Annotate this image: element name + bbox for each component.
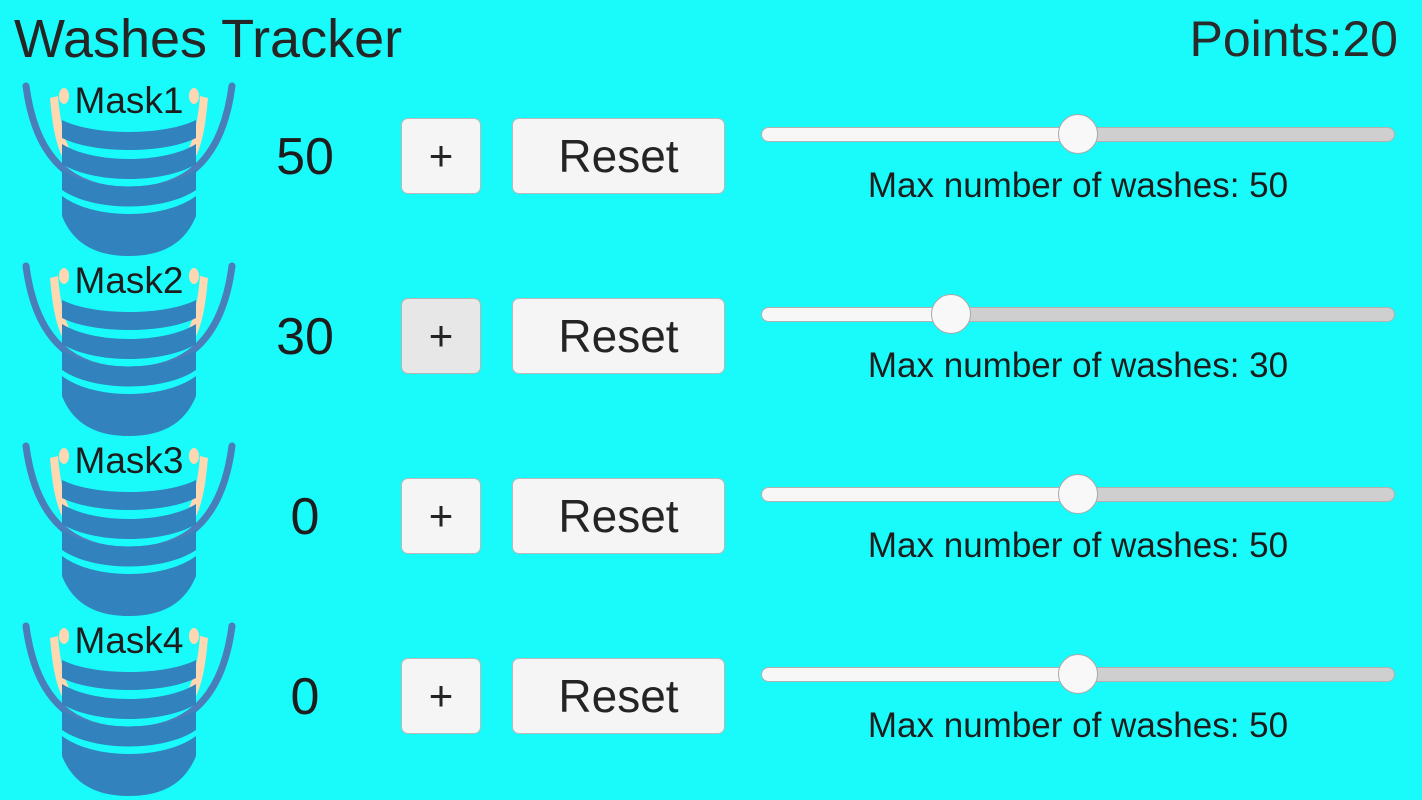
max-washes-slider[interactable] — [761, 654, 1395, 694]
mask-row: Mask3 0 + Reset Max number of washes: 50 — [0, 438, 1422, 618]
wash-count: 0 — [290, 488, 320, 546]
face-mask-icon — [14, 438, 244, 616]
reset-button[interactable]: Reset — [512, 298, 725, 374]
mask-row: Mask1 50 + Reset Max number of washes: 5… — [0, 78, 1422, 258]
slider-fill — [762, 308, 952, 321]
face-mask-icon — [14, 78, 244, 256]
reset-button[interactable]: Reset — [512, 478, 725, 554]
max-washes-caption: Max number of washes: 50 — [867, 526, 1289, 565]
wash-count: 30 — [276, 308, 334, 366]
mask-row: Mask2 30 + Reset Max number of washes: 3… — [0, 258, 1422, 438]
page-title: Washes Tracker — [14, 9, 403, 69]
wash-count: 50 — [276, 128, 334, 186]
max-washes-caption: Max number of washes: 50 — [867, 166, 1289, 205]
points-counter: Points:20 — [1189, 11, 1398, 67]
max-washes-slider[interactable] — [761, 114, 1395, 154]
max-washes-slider[interactable] — [761, 294, 1395, 334]
increment-button[interactable]: + — [401, 298, 481, 374]
max-washes-slider[interactable] — [761, 474, 1395, 514]
app-header: Washes Tracker Points:20 — [0, 0, 1422, 78]
max-washes-caption: Max number of washes: 30 — [867, 346, 1289, 385]
slider-track[interactable] — [761, 307, 1395, 322]
increment-button[interactable]: + — [401, 658, 481, 734]
slider-fill — [762, 488, 1078, 501]
slider-thumb[interactable] — [1058, 114, 1098, 154]
wash-count: 0 — [290, 668, 320, 726]
slider-fill — [762, 668, 1078, 681]
increment-button[interactable]: + — [401, 478, 481, 554]
slider-fill — [762, 128, 1078, 141]
increment-button[interactable]: + — [401, 118, 481, 194]
mask-list: Mask1 50 + Reset Max number of washes: 5… — [0, 78, 1422, 798]
reset-button[interactable]: Reset — [512, 118, 725, 194]
reset-button[interactable]: Reset — [512, 658, 725, 734]
face-mask-icon — [14, 258, 244, 436]
slider-thumb[interactable] — [1058, 474, 1098, 514]
mask-row: Mask4 0 + Reset Max number of washes: 50 — [0, 618, 1422, 798]
max-washes-caption: Max number of washes: 50 — [867, 706, 1289, 745]
slider-thumb[interactable] — [931, 294, 972, 334]
slider-thumb[interactable] — [1058, 654, 1098, 694]
face-mask-icon — [14, 618, 244, 796]
